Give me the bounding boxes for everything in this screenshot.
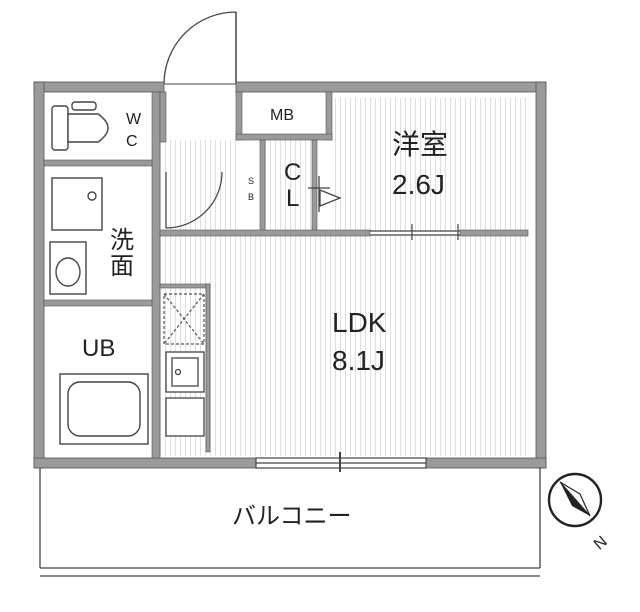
washroom-label-top: 洗 [110,227,134,254]
compass-icon [547,472,603,528]
yoshitsu-sliding-door [370,224,460,240]
balcony-window [255,452,427,472]
balcony-label: バルコニー [232,503,352,530]
vanity-sink-icon [49,241,87,295]
hallway-floor [160,140,240,232]
exterior-walls [33,81,547,469]
washroom-label-bottom: 面 [110,253,134,280]
kitchen-sink-icon [165,351,205,393]
bathtub-icon [59,373,149,445]
ub-label: UB [82,335,115,362]
sb-label-b: B [248,192,254,202]
toilet-icon [51,101,109,151]
wc-label-w: W [126,111,142,128]
refrigerator-space-icon [163,293,205,345]
cl-label-l: L [286,185,299,212]
closet-rail-icon [308,176,342,212]
yoshitsu-floor [332,98,528,232]
washroom-door [165,171,223,229]
ldk-floor [160,236,528,456]
yoshitsu-label: 洋室 [392,129,448,160]
yoshitsu-size: 2.6J [392,169,445,200]
entrance-door [163,11,237,85]
closet-floor [265,140,315,230]
mb-label: MB [270,107,294,124]
wc-label-c: C [126,133,138,150]
interior-walls [43,91,529,459]
sb-label-s: S [248,176,254,186]
cl-label-c: C [284,159,301,186]
ldk-size: 8.1J [332,345,385,376]
washing-machine-icon [51,177,103,231]
balcony [39,468,541,577]
compass-n-label: N [591,533,611,553]
ldk-label: LDK [332,307,387,338]
stove-icon [165,397,205,437]
